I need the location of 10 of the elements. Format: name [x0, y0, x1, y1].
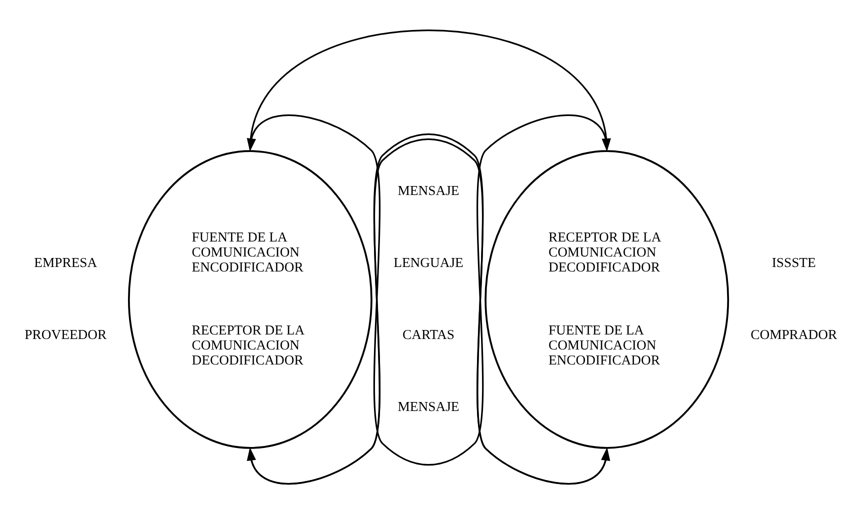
node-ellipse: RECEPTOR DE LA COMUNICACION DECODIFICADOR FUENTE DE LA COMUNICACION ENCODIFICADOR	[484, 150, 730, 449]
node-label: PROVEEDOR	[24, 326, 107, 342]
label: MENSAJE	[398, 399, 460, 414]
node-label: COMPRADOR	[750, 326, 838, 342]
node-label: EMPRESA	[34, 254, 98, 270]
label: CARTAS	[402, 326, 454, 342]
label: LENGUAJE	[394, 254, 464, 270]
label: MENSAJE	[398, 182, 460, 198]
node-label: ISSSTE	[772, 254, 816, 270]
node-ellipse: FUENTE DE LA COMUNICACION ENCODIFICADOR RECEPTOR DE LA COMUNICACION DECODIFICADOR	[128, 150, 372, 449]
